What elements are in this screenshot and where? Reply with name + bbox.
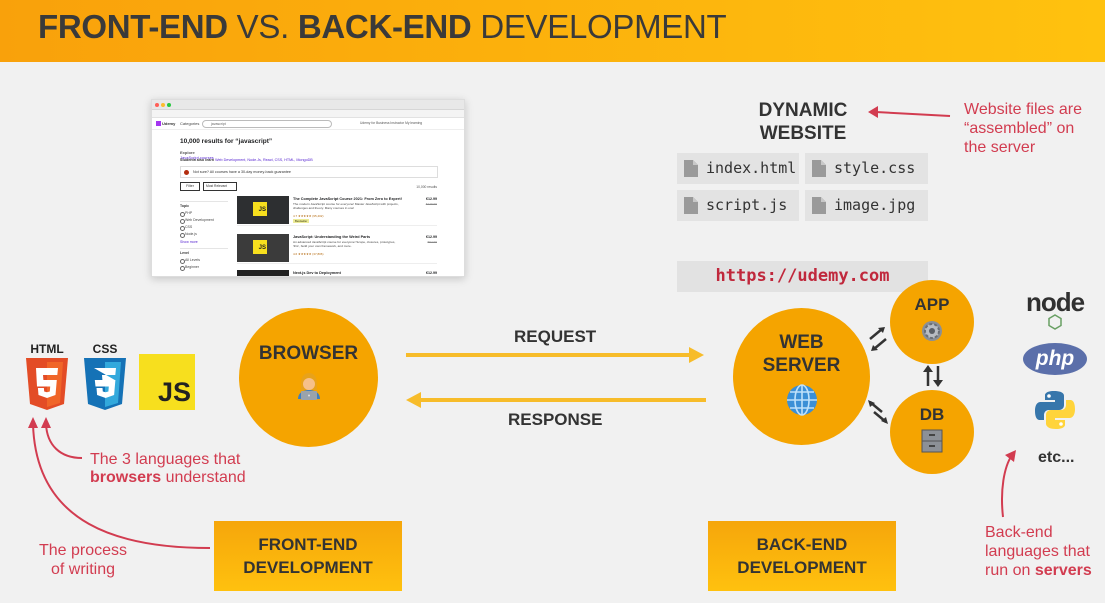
nav-links: Udemy for Business Instructor My learnin… (360, 121, 423, 125)
server-app-arrows (869, 327, 887, 351)
file-icon (812, 160, 826, 177)
browser-label: BROWSER (258, 342, 359, 364)
udemy-logo: Udemy (156, 121, 175, 126)
guarantee-notice: Not sure? All courses have a 30-day mone… (180, 166, 438, 178)
app-db-arrows (923, 365, 943, 387)
html5-logo: HTML (24, 342, 70, 421)
assembled-note: Website files are “assembled” on the ser… (964, 101, 1082, 156)
db-circle: DB (890, 390, 974, 474)
css3-icon (84, 358, 126, 410)
results-heading: 10,000 results for “javascript” (180, 138, 273, 145)
python-logo (1035, 391, 1075, 429)
title-dev: DEVELOPMENT (480, 8, 727, 45)
udemy-screenshot: Udemy Categories javascript Udemy for Bu… (151, 99, 465, 277)
backend-languages-note: Back-end languages that run on servers (985, 524, 1092, 579)
file-icon (684, 160, 698, 177)
file-icon (812, 197, 826, 214)
filter-sidebar: Topic PHP Web Development CSS Node.js Sh… (180, 198, 228, 272)
js-logo: JS (139, 354, 195, 410)
browser-circle: BROWSER (239, 308, 378, 447)
file-style-css: style.css (805, 153, 928, 184)
udemy-search: javascript (202, 120, 332, 128)
file-cabinet-icon (921, 429, 943, 453)
response-arrow (406, 392, 706, 408)
title-front: FRONT-END (38, 8, 228, 45)
course-card: JS JavaScript: Understanding the Weird P… (237, 234, 437, 264)
html5-icon (26, 358, 68, 410)
app-circle: APP (890, 280, 974, 364)
filter-button: Filter (180, 182, 200, 191)
web-server-label: WEB SERVER (762, 331, 841, 376)
front-end-development-box: FRONT-END DEVELOPMENT (214, 521, 402, 591)
process-note: The process of writing (38, 542, 128, 578)
response-label: RESPONSE (508, 410, 603, 429)
nodejs-hex-icon (1048, 314, 1062, 330)
course-card: JS The Complete JavaScript Course 2021: … (237, 196, 437, 226)
db-label: DB (919, 405, 945, 424)
sort-select: Most Relevant (203, 182, 237, 191)
globe-icon (786, 383, 817, 416)
file-index-html: index.html (677, 153, 799, 184)
person-laptop-icon (297, 372, 320, 400)
title-vs: VS. (236, 8, 290, 45)
etc-label: etc... (1038, 449, 1075, 466)
gear-icon (922, 321, 942, 341)
app-label: APP (914, 295, 950, 314)
back-end-development-box: BACK-END DEVELOPMENT (708, 521, 896, 591)
js-logo-text: JS (157, 377, 191, 407)
arrow-head (1005, 450, 1016, 462)
nodejs-logo: node (1021, 287, 1089, 330)
dynamic-website-title: DYNAMIC WEBSITE (758, 100, 848, 144)
udemy-nav: Udemy Categories javascript Udemy for Bu… (152, 118, 464, 130)
slide-title: FRONT-END VS. BACK-END DEVELOPMENT (38, 8, 727, 46)
web-server-circle: WEB SERVER (733, 308, 870, 445)
url-bar: https://udemy.com (677, 261, 928, 292)
css3-logo: CSS (82, 342, 128, 421)
file-image-jpg: image.jpg (805, 190, 928, 221)
header-bar: FRONT-END VS. BACK-END DEVELOPMENT (0, 0, 1105, 62)
also-learn: Students also learn Web Development, Nod… (180, 158, 313, 162)
php-logo: php (1023, 343, 1087, 375)
request-label: REQUEST (514, 327, 597, 346)
course-card: Next.js Dev to Deployment €12.99 (237, 270, 437, 276)
title-back: BACK-END (297, 8, 472, 45)
categories-link: Categories (180, 121, 200, 126)
server-db-arrows (868, 400, 888, 424)
file-script-js: script.js (677, 190, 799, 221)
address-bar (152, 110, 464, 118)
three-languages-note: The 3 languages that browsers understand (90, 451, 246, 486)
request-arrow (406, 347, 704, 363)
arrow-head (868, 106, 878, 118)
browser-chrome (152, 100, 464, 110)
file-icon (684, 197, 698, 214)
results-count: 10,000 results (416, 185, 437, 189)
